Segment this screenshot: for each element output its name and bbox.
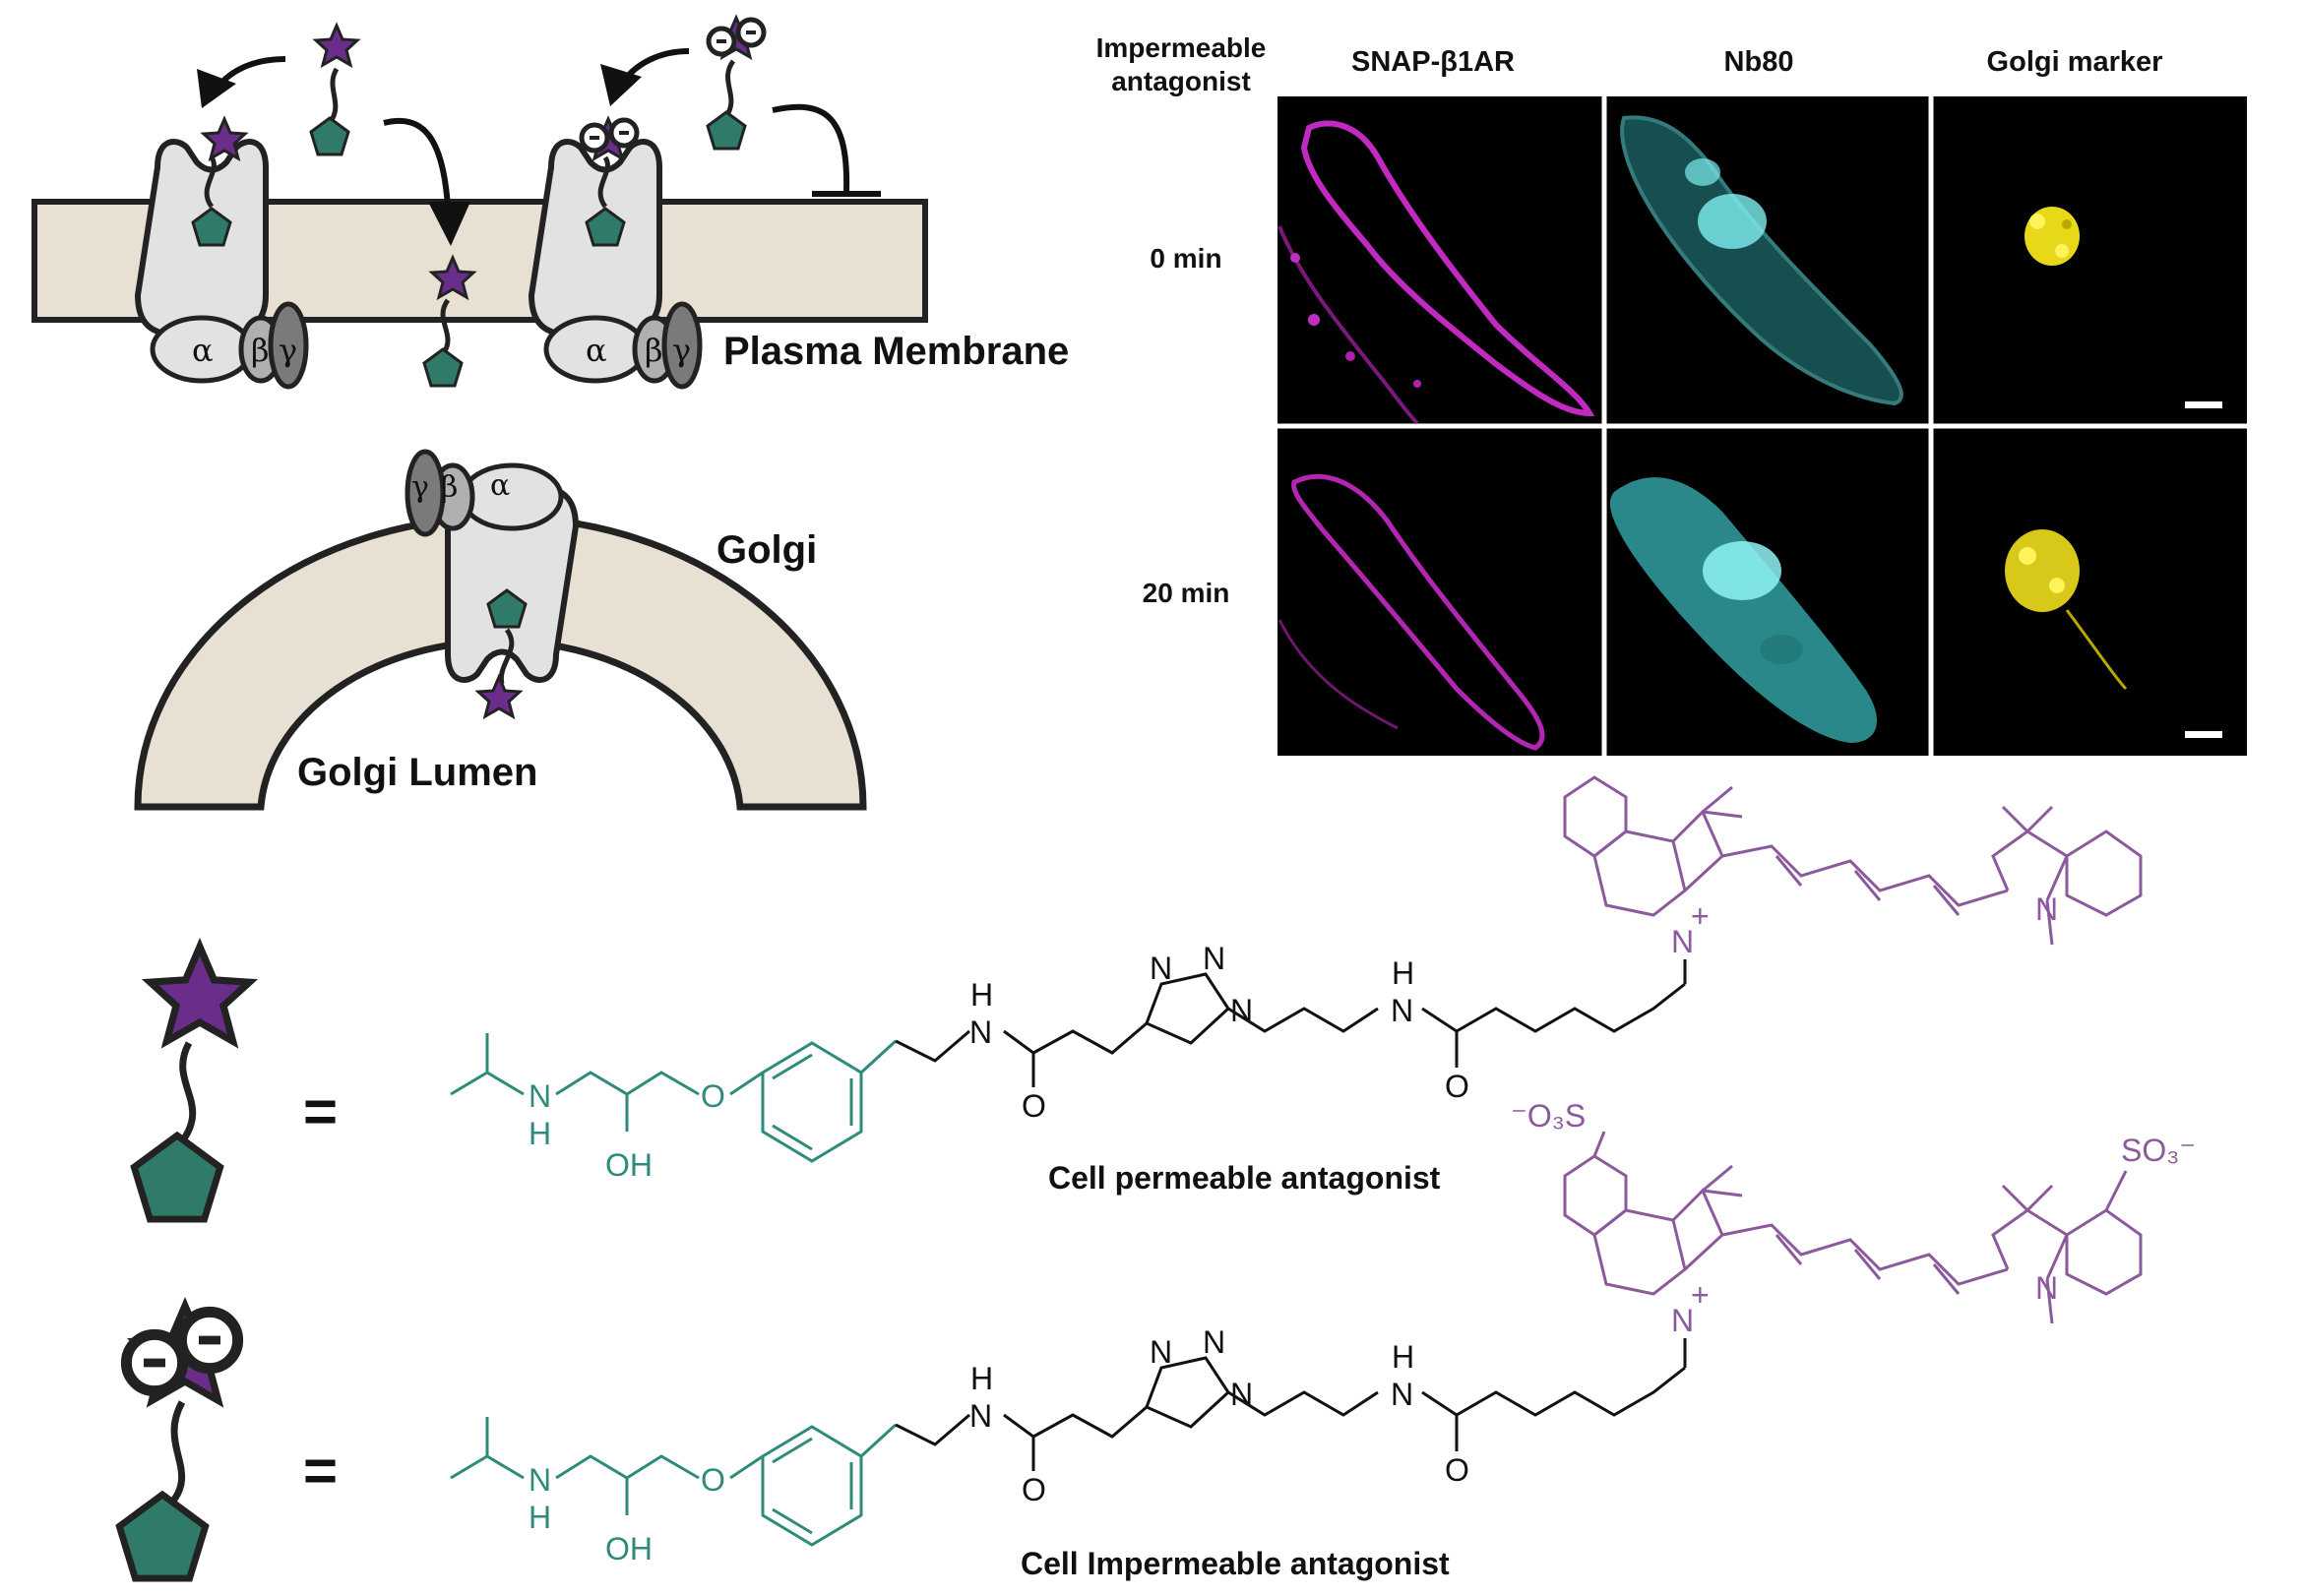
s2-amide2-O: O	[1445, 1452, 1469, 1488]
s2-OH: OH	[605, 1531, 653, 1566]
s1-N: N	[529, 1078, 551, 1114]
golgi-gamma: γ	[411, 470, 429, 505]
s1-OH: OH	[605, 1147, 653, 1183]
golgi-g-protein	[405, 449, 564, 537]
g-protein-2: α β γ	[546, 304, 700, 387]
s2-sulfonate-right: SO₃⁻	[2121, 1133, 2196, 1168]
image-golgi-20min	[2005, 529, 2222, 738]
image-nb80-0min	[1620, 115, 1903, 406]
column-header-golgi: Golgi marker	[1987, 46, 2163, 78]
equals-impermeable: =	[303, 1438, 338, 1504]
image-snap-20min	[1277, 473, 1545, 751]
golgi-label: Golgi	[716, 528, 817, 572]
golgi-lumen-label: Golgi Lumen	[297, 751, 537, 794]
s2-triazole-N2: N	[1203, 1324, 1225, 1360]
structure-permeable	[450, 775, 2143, 1163]
s1-amide2-H: H	[1392, 955, 1414, 991]
scale-bar-20min	[2185, 731, 2222, 738]
s2-amide2-H: H	[1392, 1339, 1414, 1375]
s1-indoline-N: N	[2035, 891, 2058, 927]
s1-amide2-N: N	[1391, 993, 1413, 1028]
structure-impermeable	[450, 1131, 2143, 1547]
s1-amide1-O: O	[1022, 1088, 1046, 1124]
plasma-membrane-label: Plasma Membrane	[723, 330, 1069, 373]
equals-permeable: =	[303, 1078, 338, 1144]
s2-triazole-N1: N	[1150, 1334, 1172, 1370]
alpha-label-2: α	[586, 332, 607, 369]
s2-N: N	[529, 1462, 551, 1498]
golgi-alpha: α	[490, 468, 510, 503]
legend-impermeable-symbol	[119, 1306, 237, 1578]
s2-amide1-N: N	[969, 1398, 992, 1434]
image-nb80-20min	[1609, 477, 1877, 743]
s2-indoline-N: N	[2035, 1270, 2058, 1306]
s2-NH-H: H	[529, 1500, 551, 1535]
arrow-2	[383, 117, 451, 208]
permeable-caption: Cell permeable antagonist	[1048, 1160, 1441, 1196]
golgi-beta: β	[441, 470, 458, 505]
golgi-membrane	[134, 514, 867, 811]
gamma-label: γ	[279, 332, 297, 369]
s1-amide2-O: O	[1445, 1069, 1469, 1104]
s2-amide1-O: O	[1022, 1472, 1046, 1507]
s2-amide2-N: N	[1391, 1377, 1413, 1412]
s1-triazole-N2: N	[1203, 941, 1225, 976]
blocked-arrow	[772, 103, 850, 193]
legend-permeable-symbol	[134, 947, 249, 1219]
s2-sulfonate-left: ⁻O₃S	[1511, 1098, 1586, 1134]
impermeable-caption: Cell Impermeable antagonist	[1021, 1546, 1450, 1581]
alpha-label: α	[192, 332, 214, 369]
s2-amide1-H: H	[970, 1361, 993, 1396]
row-label-20min: 20 min	[1143, 578, 1230, 608]
gamma-label-2: γ	[672, 332, 691, 369]
s2-plus: +	[1691, 1277, 1710, 1313]
g-protein-1: α β γ	[153, 304, 306, 387]
s1-plus: +	[1691, 898, 1710, 934]
s1-triazole-N3: N	[1230, 993, 1253, 1028]
s1-O-ether: O	[701, 1078, 725, 1114]
golgi-panel: α β γ Golgi Golgi Lumen	[134, 449, 867, 811]
column-header-nb80: Nb80	[1724, 46, 1794, 78]
s1-indolium-N: N	[1671, 924, 1694, 959]
s1-amide1-N: N	[969, 1014, 992, 1050]
plasma-membrane-panel: α β γ α β γ	[31, 16, 1069, 387]
s1-amide1-H: H	[970, 977, 993, 1013]
beta-label: β	[251, 332, 270, 369]
scale-bar-0min	[2185, 401, 2222, 408]
beta-label-2: β	[645, 332, 663, 369]
s2-indolium-N: N	[1671, 1303, 1694, 1338]
image-snap-0min	[1277, 120, 1595, 425]
s2-triazole-N3: N	[1230, 1377, 1253, 1412]
micrograph-panel: Impermeable antagonist SNAP-β1AR Nb80 Go…	[1096, 32, 2247, 756]
s1-NH-H: H	[529, 1116, 551, 1151]
row-header-line2: antagonist	[1111, 66, 1251, 96]
row-label-0min: 0 min	[1150, 243, 1221, 274]
image-golgi-0min	[2025, 207, 2222, 408]
column-header-snap: SNAP-β1AR	[1351, 46, 1515, 78]
s1-triazole-N1: N	[1150, 951, 1172, 986]
row-header-line1: Impermeable	[1096, 32, 1267, 63]
s2-O-ether: O	[701, 1462, 725, 1498]
